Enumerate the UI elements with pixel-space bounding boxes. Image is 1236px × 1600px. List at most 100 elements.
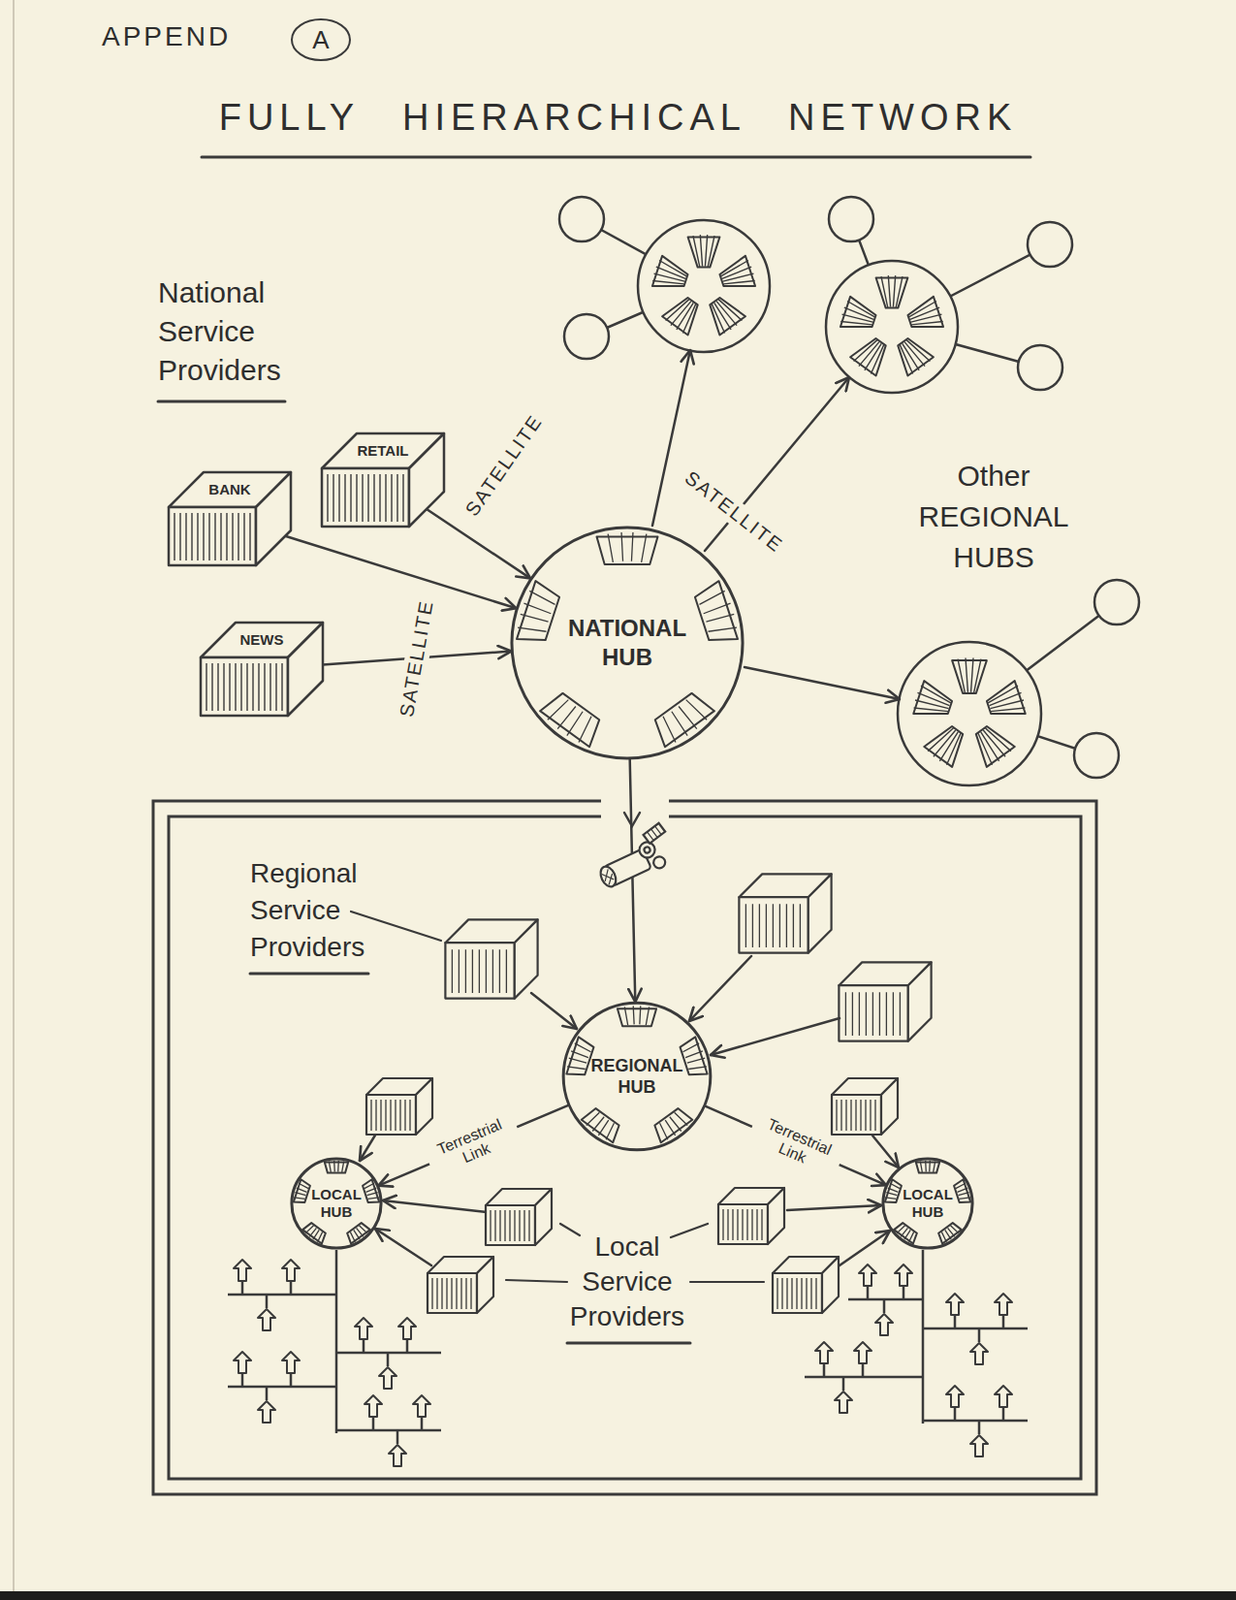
underlines (250, 972, 369, 976)
hub-circle: LOCAL HUB (881, 1156, 975, 1250)
local-provider-boxes (485, 1188, 552, 1245)
hub-circle (883, 1158, 973, 1248)
regional-hub-icons (838, 275, 947, 378)
leader-lines (690, 1280, 764, 1283)
hub-circle: NATIONAL HUB (507, 522, 748, 763)
subscriber-tree (894, 1264, 913, 1286)
provider-cube (168, 507, 256, 566)
hub-circle (511, 527, 743, 759)
region-frame (153, 800, 1097, 1494)
scan-edge (0, 1590, 1236, 1600)
provider-arrows (710, 1017, 840, 1055)
subscriber-tree (364, 1394, 382, 1417)
subscriber-tree (854, 1341, 872, 1363)
subscriber-tree (994, 1385, 1013, 1407)
hub-circle (291, 1160, 381, 1245)
node-text: RETAIL (339, 441, 427, 461)
local-provider-boxes (366, 1077, 433, 1135)
subscriber-tree (354, 1317, 373, 1339)
provider-arrows (787, 1204, 882, 1210)
satellite-icon (647, 825, 663, 841)
provider-arrows (359, 955, 899, 1266)
subscriber-tree (970, 1434, 988, 1457)
scan-edge (12, 0, 15, 1591)
leader-lines (670, 1223, 708, 1237)
appendix-mark: APPEND (101, 21, 231, 53)
node-text: NATIONAL HUB (552, 613, 702, 672)
regional-hub-icons (825, 260, 958, 393)
regional-hub-icons (1094, 579, 1140, 625)
regional-hub-icons (559, 196, 604, 242)
underlines (201, 156, 1031, 159)
provider-arrows (375, 1228, 432, 1266)
provider-arrows (689, 955, 752, 1021)
satellite-arrows (744, 666, 900, 699)
provider-arrows (531, 992, 577, 1029)
satellite-icon (597, 863, 619, 889)
subscriber-tree (257, 1400, 276, 1423)
satellite-icon (636, 839, 658, 860)
subscriber-tree (875, 1313, 893, 1335)
connector (285, 536, 516, 608)
appendix-letter: A (312, 25, 329, 56)
provider-cube: NEWS (198, 620, 325, 718)
node-text: LOCAL HUB (307, 1185, 366, 1221)
subscriber-tree (994, 1293, 1013, 1315)
underlines (158, 157, 1031, 1343)
underlines (567, 1341, 691, 1345)
link-label: SATELLITE (676, 463, 792, 561)
satellite-arrows (704, 377, 850, 551)
local-provider-boxes (427, 1256, 494, 1313)
subscriber-tree (388, 1444, 407, 1466)
subscriber-tree (257, 1308, 276, 1331)
satellite-arrows (652, 349, 691, 526)
provider-cube: RETAIL (319, 431, 446, 529)
subscriber-tree (970, 1342, 988, 1364)
subscriber-tree (398, 1317, 416, 1339)
provider-cube (287, 622, 323, 716)
regional-hub-icons (637, 220, 770, 352)
subscriber-tree (834, 1391, 853, 1413)
group-heading: Regional Service Providers (250, 855, 415, 966)
provider-arrows (382, 1200, 487, 1212)
regional-hub-icons (564, 314, 609, 359)
satellite-icon (643, 823, 666, 844)
subscriber-tree (227, 1249, 442, 1444)
provider-cube (321, 468, 410, 527)
provider-cube: BANK (166, 470, 293, 568)
provider-cube (327, 474, 404, 522)
hub-circle (507, 522, 748, 763)
satellite-icon (590, 822, 678, 893)
subscriber-tree (946, 1385, 964, 1407)
subscriber-tree (858, 1264, 877, 1286)
provider-arrows (872, 1135, 899, 1168)
subscriber-tree (379, 1366, 397, 1389)
provider-cube (200, 657, 288, 716)
diagram-title: FULLY HIERARCHICAL NETWORK (0, 95, 1236, 140)
circled-mark (291, 19, 350, 61)
regional-hub-icons (650, 234, 759, 337)
connector (630, 759, 636, 1002)
provider-arrows (839, 1230, 890, 1266)
group-heading: National Service Providers (158, 273, 348, 390)
regional-hub-icons (897, 641, 1042, 786)
underlines (158, 400, 286, 404)
local-provider-boxes (772, 1256, 839, 1313)
hub-circle (560, 999, 714, 1153)
link-label: SATELLITE (457, 407, 550, 525)
leader-lines (560, 1223, 580, 1236)
subscriber-tree (282, 1351, 300, 1373)
edge-label: Terrestrial Link (422, 1109, 525, 1181)
satellite-icon (643, 823, 666, 844)
regional-hub-icons (911, 657, 1029, 769)
provider-arrows (359, 1133, 377, 1161)
node-text: BANK (186, 479, 274, 500)
group-heading: Other REGIONAL HUBS (896, 455, 1091, 578)
subscriber-tree (282, 1259, 300, 1281)
hub-circle: REGIONAL HUB (560, 999, 714, 1153)
node-text: NEWS (218, 630, 306, 650)
satellite-icon (643, 845, 652, 854)
regional-provider-boxes (444, 873, 931, 1041)
